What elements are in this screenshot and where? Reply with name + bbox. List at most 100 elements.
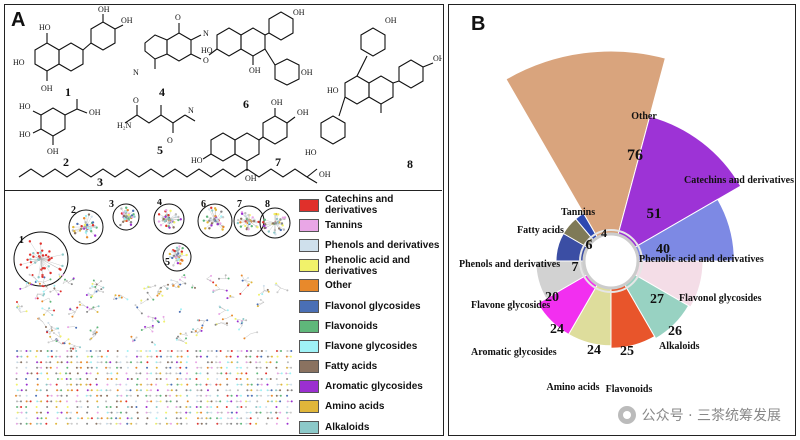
cluster-ring [153,203,185,235]
segment-label: Other [631,111,657,122]
segment-label: Aromatic glycosides [471,347,557,358]
svg-text:OH: OH [271,98,283,107]
compound-number: 4 [159,85,165,99]
cluster-number: 7 [237,199,242,210]
compound-number: 8 [407,157,413,171]
compound-number: 3 [97,175,103,189]
legend-item: Flavone glycosides [299,336,445,356]
legend-swatch [299,218,319,232]
segment-value: 24 [550,322,564,337]
legend-swatch [299,360,319,374]
segment-value: 26 [668,324,682,339]
compound-number: 5 [157,143,163,157]
segment-value: 7 [572,260,579,275]
svg-text:OH: OH [319,170,331,179]
svg-text:N: N [203,29,209,38]
legend-label: Flavone glycosides [325,340,418,352]
svg-text:OH: OH [98,5,110,14]
legend-item: Other [299,276,445,296]
svg-text:OH: OH [41,84,53,93]
wechat-icon [617,406,636,424]
cluster-number: 4 [157,199,162,208]
legend-swatch [299,339,319,353]
legend-item: Flavonol glycosides [299,296,445,316]
legend-swatch [299,380,319,394]
svg-text:O: O [133,96,139,105]
segment-value: 51 [647,206,662,222]
legend-item: Alkaloids [299,417,445,437]
legend-item: Flavonoids [299,316,445,336]
segment-label: Phenolic acid and derivatives [639,254,764,265]
svg-text:HO: HO [19,130,31,139]
cluster-number: 1 [19,235,24,246]
segment-label: Catechins and derivatives [684,175,794,186]
svg-text:OH: OH [301,68,313,77]
legend-swatch [299,259,319,273]
panel-letter-b: B [471,13,486,35]
segment-value: 6 [586,238,593,253]
svg-text:OH: OH [121,16,133,25]
segment-label: Amino acids [546,382,599,393]
svg-text:OH: OH [47,147,59,156]
segment-value: 40 [656,242,670,257]
svg-text:OH: OH [89,108,101,117]
legend-item: Fatty acids [299,357,445,377]
cluster-ring [197,203,233,239]
svg-text:H₂N: H₂N [117,121,132,130]
svg-text:OH: OH [249,66,261,75]
legend-item: Catechins and derivatives [299,194,445,217]
svg-text:O: O [203,56,209,65]
panel-letter-a: A [11,9,26,31]
legend-label: Catechins and derivatives [325,194,394,217]
segment-value: 27 [650,292,664,307]
cluster-number: 8 [265,199,270,210]
legend-swatch [299,279,319,293]
legend-item: Aromatic glycosides [299,377,445,397]
svg-text:O: O [175,13,181,22]
compound-number: 7 [275,155,281,169]
svg-text:OH: OH [297,108,309,117]
legend-swatch [299,400,319,414]
svg-text:HO: HO [13,58,25,67]
segment-value: 24 [587,343,601,358]
svg-text:HO: HO [305,148,317,157]
svg-text:HO: HO [327,86,339,95]
svg-text:OH: OH [385,16,397,25]
cluster-number: 2 [71,205,76,216]
cluster-number: 6 [201,199,206,210]
legend-swatch [299,319,319,333]
svg-text:OH: OH [433,54,442,63]
cluster-ring [68,209,104,245]
segment-value: 25 [620,344,634,359]
segment-label: Flavonol glycosides [679,293,762,304]
legend-item: Tannins [299,215,445,235]
svg-text:HO: HO [39,23,51,32]
cluster-ring [233,205,265,237]
svg-text:N: N [133,68,139,77]
legend-label: Amino acids [325,401,385,413]
legend-label: Tannins [325,219,363,231]
watermark-text: 公众号 · 三茶统筹发展 [641,408,781,424]
legend-label: Flavonol glycosides [325,300,421,312]
legend-label: Flavonoids [325,320,378,332]
cluster-ring [162,242,192,272]
network-nodes [13,203,293,425]
segment-label: Tannins [561,207,595,218]
segment-label: Phenols and derivatives [459,259,560,270]
legend-item: Phenols and derivatives [299,235,445,255]
cluster-ring [259,207,291,239]
segment-label: Flavone glycosides [471,300,550,311]
segment-value: 76 [627,147,643,164]
legend-item: Amino acids [299,397,445,417]
legend-swatch [299,238,319,252]
segment-label: Alkaloids [659,341,700,352]
svg-text:HO: HO [19,102,31,111]
svg-text:OH: OH [245,174,257,183]
legend-label: Alkaloids [325,421,370,433]
